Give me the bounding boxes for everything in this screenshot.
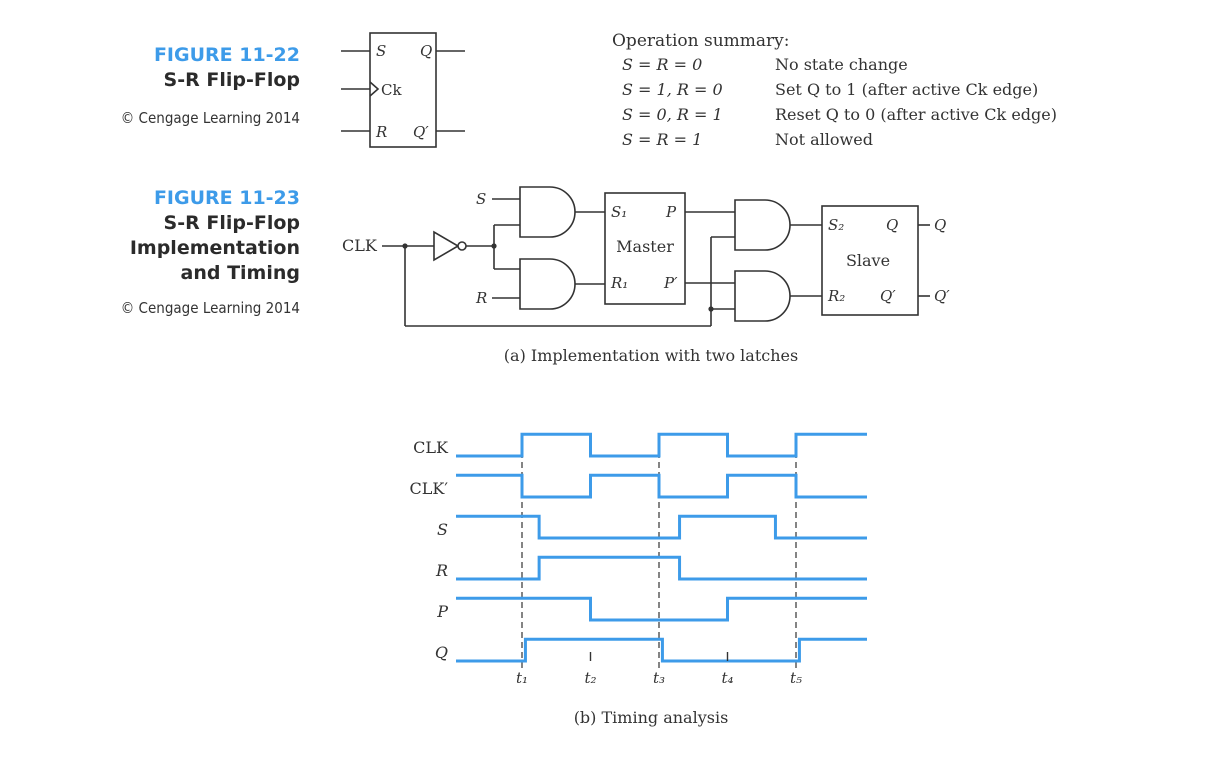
fig22-title: S-R Flip-Flop — [163, 69, 300, 91]
inverter-icon — [433, 230, 460, 262]
waveform-r — [456, 555, 867, 581]
fig22-copyright: © Cengage Learning 2014 — [120, 109, 300, 127]
symbol-qbar-label: Q′ — [413, 123, 429, 141]
summary-desc-1: No state change — [775, 55, 908, 74]
clk-input-label: CLK — [342, 236, 378, 255]
master-name-label: Master — [616, 237, 674, 256]
signal-label: R — [435, 561, 448, 580]
master-pbar-label: P′ — [663, 274, 678, 292]
fig23-caption: FIGURE 11-23 S-R Flip-Flop Implementatio… — [130, 186, 300, 286]
clock-edge-icon — [369, 81, 380, 97]
symbol-q-label: Q — [420, 42, 432, 60]
summary-cond-1: S = R = 0 — [622, 55, 702, 74]
master-p-label: P — [665, 203, 677, 221]
summary-desc-3: Reset Q to 0 (after active Ck edge) — [775, 105, 1057, 124]
signal-label: P — [436, 602, 448, 621]
waveform-q — [456, 637, 867, 663]
slave-s2-label: S₂ — [828, 216, 844, 234]
timing-diagram: CLK CLK′ S R P Qt₁ t₂ t₃ t₄ t₅ — [410, 432, 867, 687]
fig23-title-line-1: S-R Flip-Flop — [163, 212, 300, 234]
fig23-number: FIGURE 11-23 — [153, 187, 300, 209]
operation-summary: Operation summary: S = R = 0 S = 1, R = … — [612, 31, 1057, 149]
signal-label: CLK — [413, 438, 449, 457]
waveform-clk-bar — [456, 473, 867, 499]
time-label: t₄ — [721, 669, 733, 687]
signal-label: CLK′ — [410, 479, 449, 498]
and-gate-s-icon — [519, 186, 576, 238]
sr-flipflop-symbol — [341, 32, 465, 148]
fig23-title-line-3: and Timing — [180, 262, 300, 284]
master-latch — [604, 192, 686, 305]
r-input-label: R — [475, 289, 487, 307]
fig22-caption: FIGURE 11-22 S-R Flip-Flop — [154, 43, 300, 93]
slave-q-label: Q — [886, 216, 898, 234]
output-qbar-label: Q′ — [934, 287, 950, 305]
slave-qbar-label: Q′ — [880, 287, 896, 305]
slave-latch — [821, 205, 919, 316]
and-gate-r-icon — [519, 258, 576, 310]
time-label: t₁ — [516, 669, 528, 687]
s-input-label: S — [476, 190, 486, 208]
and-gate-p-icon — [734, 199, 791, 251]
summary-desc-2: Set Q to 1 (after active Ck edge) — [775, 80, 1038, 99]
time-label: t₂ — [584, 669, 596, 687]
waveform-p — [456, 596, 867, 622]
summary-cond-2: S = 1, R = 0 — [622, 80, 723, 99]
summary-cond-4: S = R = 1 — [622, 130, 702, 149]
waveform-clk — [456, 432, 867, 458]
output-q-label: Q — [934, 216, 946, 234]
signal-label: Q — [435, 643, 448, 662]
fig23-title-line-2: Implementation — [129, 237, 300, 259]
time-label: t₃ — [653, 669, 665, 687]
symbol-r-label: R — [375, 123, 387, 141]
slave-name-label: Slave — [846, 251, 890, 270]
master-r1-label: R₁ — [610, 274, 628, 292]
summary-desc-4: Not allowed — [775, 130, 873, 149]
master-s1-label: S₁ — [611, 203, 627, 221]
caption-timing: (b) Timing analysis — [574, 708, 729, 727]
symbol-ck-label: Ck — [381, 81, 402, 99]
caption-implementation: (a) Implementation with two latches — [504, 346, 798, 365]
and-gate-pbar-icon — [734, 270, 791, 322]
signal-label: S — [437, 520, 448, 539]
time-label: t₅ — [790, 669, 802, 687]
summary-heading: Operation summary: — [612, 31, 790, 51]
summary-cond-3: S = 0, R = 1 — [622, 105, 723, 124]
fig22-number: FIGURE 11-22 — [153, 44, 300, 66]
fig23-copyright: © Cengage Learning 2014 — [120, 299, 300, 317]
slave-r2-label: R₂ — [827, 287, 845, 305]
waveform-s — [456, 514, 867, 540]
symbol-s-label: S — [376, 42, 386, 60]
